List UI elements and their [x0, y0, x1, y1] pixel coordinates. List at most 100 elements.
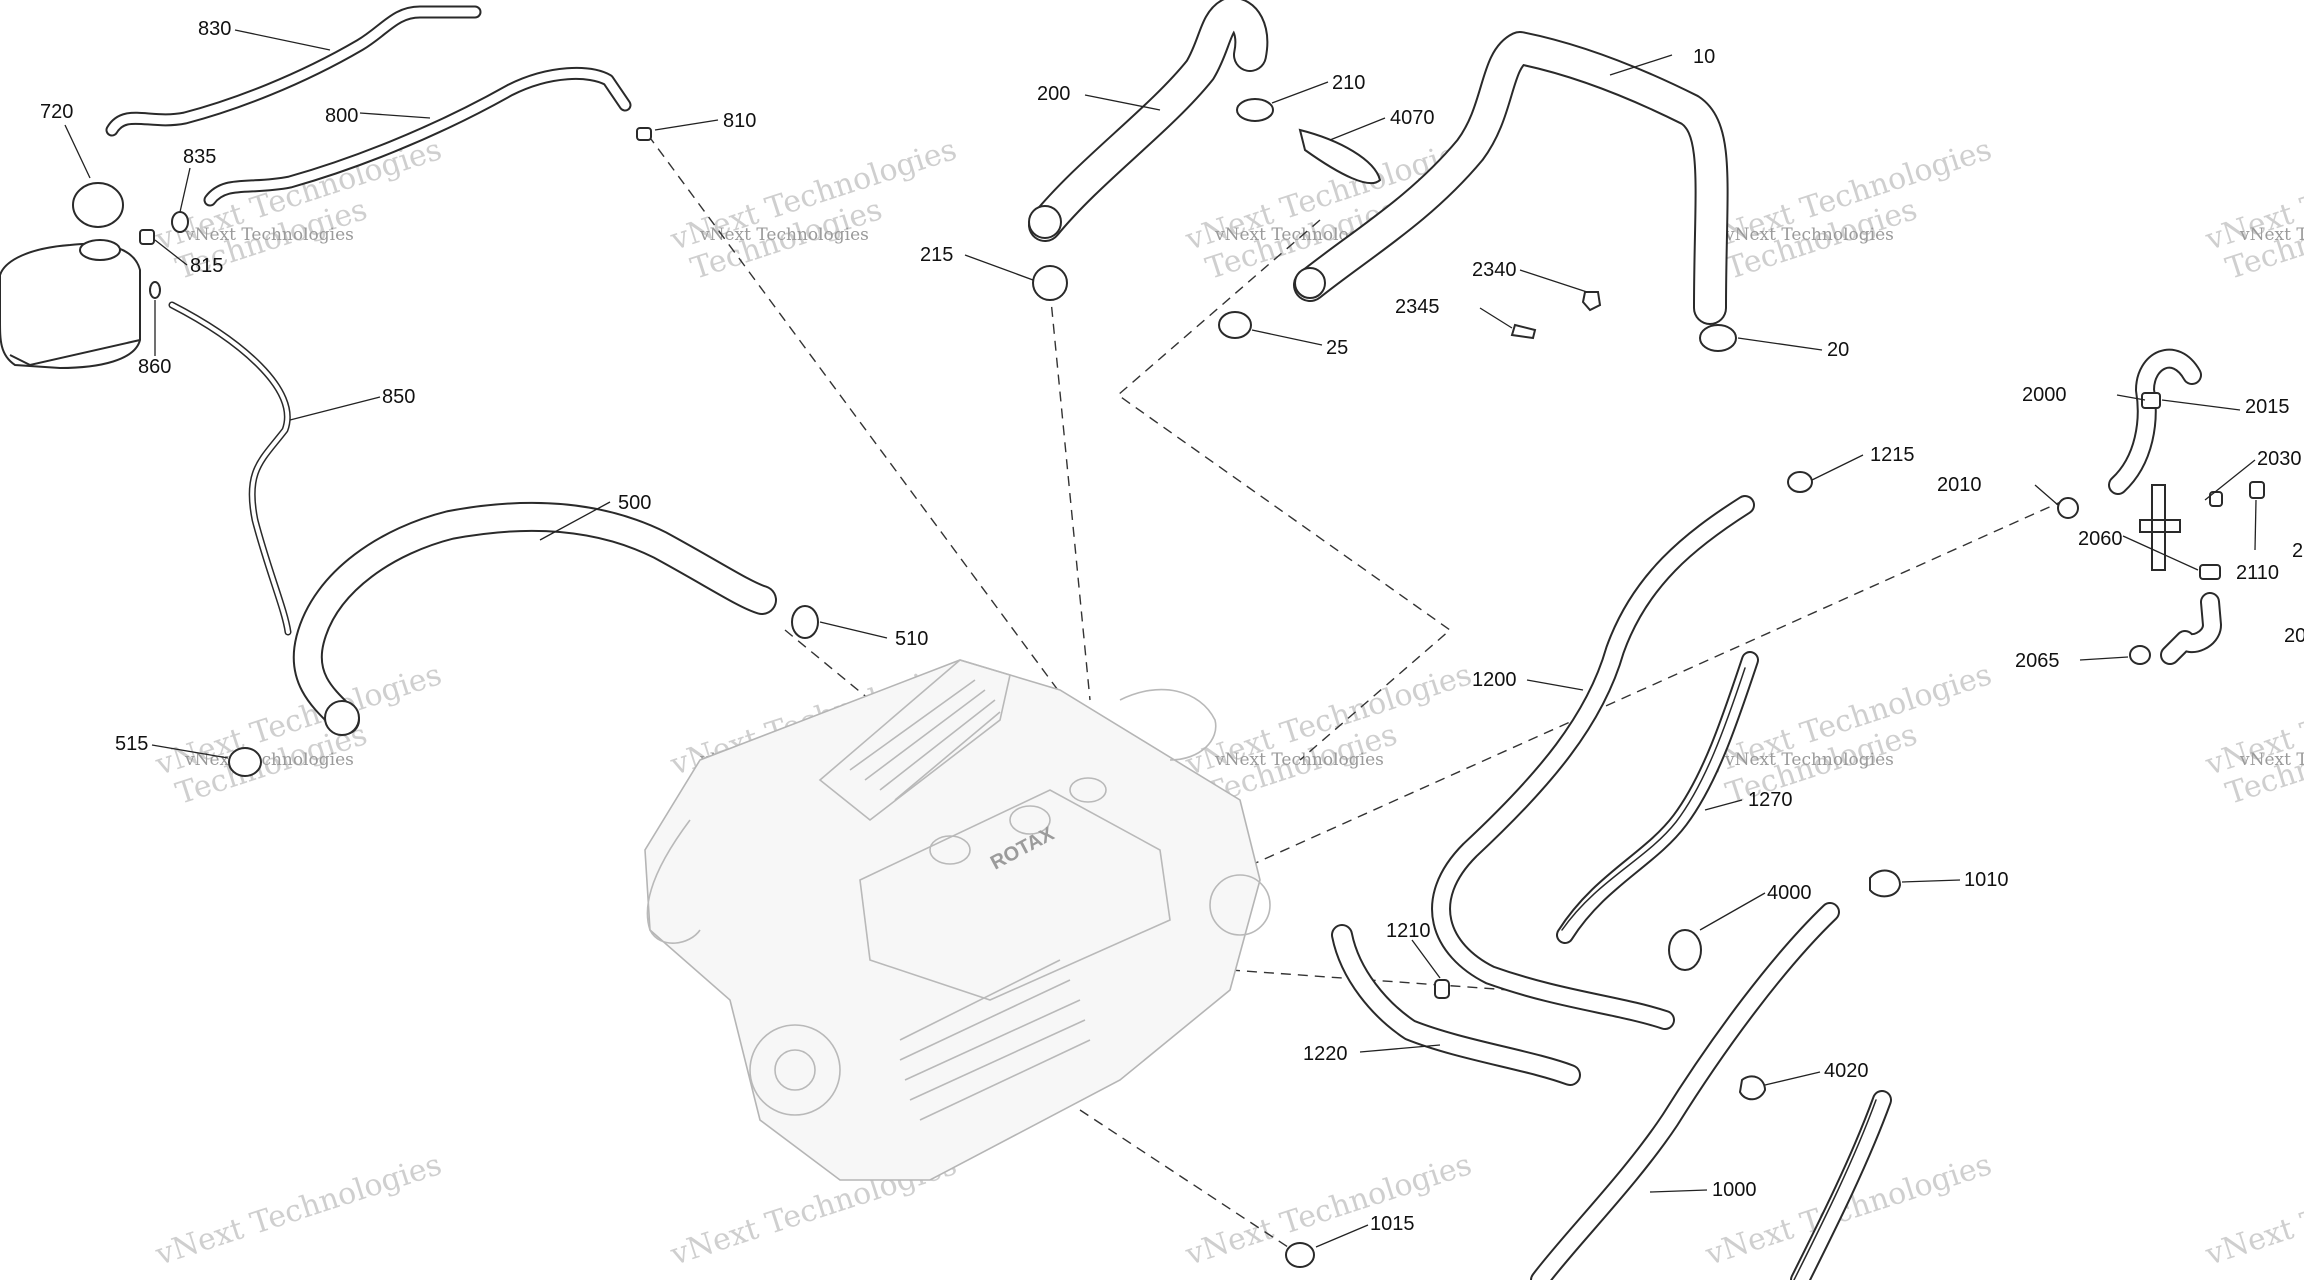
callout-4000: 4000	[1767, 882, 1812, 904]
callout-4070: 4070	[1390, 107, 1435, 129]
part-4020-clip	[1738, 1075, 1767, 1101]
engine-pulley	[774, 1049, 816, 1091]
assembly-line	[1049, 289, 1091, 701]
callout-labels: 830 720 800 810 835 815 860 850 500 510 …	[40, 18, 2304, 1235]
callout-500: 500	[618, 492, 651, 514]
hose-1270	[1556, 651, 1759, 944]
hose-500	[292, 501, 777, 736]
engine-cable	[646, 819, 701, 944]
callout-850: 850	[382, 386, 415, 408]
part-720-cap	[72, 182, 124, 228]
watermark-text: vNext Technologies	[2239, 750, 2304, 770]
callout-2060: 2060	[2078, 528, 2123, 550]
engine-pulley	[749, 1024, 841, 1116]
callout-1000: 1000	[1712, 1179, 1757, 1201]
hose-800	[203, 67, 632, 207]
part-2110-cap	[2249, 481, 2265, 499]
engine-assembly: ROTAX	[644, 659, 1271, 1181]
part-835-clamp	[171, 211, 189, 233]
part-2340-bolt	[1581, 291, 1602, 312]
assembly-line	[1239, 499, 2066, 871]
engine-pulley	[1209, 874, 1271, 936]
leader-lines	[64, 29, 2257, 1248]
watermark-text: vNext Technologies	[1724, 750, 1894, 770]
callout-815: 815	[190, 255, 223, 277]
hose-partial-right	[1790, 1090, 1892, 1280]
callout-1215: 1215	[1870, 444, 1915, 466]
cylinder-caps	[929, 777, 1107, 865]
callout-10: 10	[1693, 46, 1715, 68]
hose-1220	[1331, 924, 1581, 1086]
callout-215: 215	[920, 244, 953, 266]
intake-plenum-ribs	[849, 679, 1001, 801]
assembly-line	[1116, 219, 1452, 761]
hose-200-end	[1028, 205, 1062, 239]
part-815-clip	[139, 229, 155, 245]
watermark: vNext Technologies Technologies	[2201, 657, 2304, 812]
watermark: vNext Technologies Technologies	[2201, 132, 2304, 287]
callout-2-edge: 2	[2292, 540, 2303, 562]
callout-860: 860	[138, 356, 171, 378]
watermark: vNext Technologies	[1181, 1147, 1476, 1273]
hose-10-end	[1294, 267, 1326, 299]
part-810-connector	[636, 127, 652, 141]
watermark-text: vNext Technologies	[2201, 1147, 2304, 1273]
callout-1270: 1270	[1748, 789, 1793, 811]
callout-1200: 1200	[1472, 669, 1517, 691]
assembly-line	[784, 629, 871, 701]
coolant-reservoir	[0, 239, 141, 370]
assembly-line	[1079, 1109, 1301, 1256]
callout-1015: 1015	[1370, 1213, 1415, 1235]
callout-835: 835	[183, 146, 216, 168]
part-210-clamp	[1236, 98, 1274, 122]
callout-210: 210	[1332, 72, 1365, 94]
callout-1210: 1210	[1386, 920, 1431, 942]
part-2060-cap	[2199, 564, 2221, 580]
hoses	[105, 0, 2222, 1280]
hose-1000	[1530, 902, 1840, 1280]
callout-200: 200	[1037, 83, 1070, 105]
valve-cover	[859, 789, 1171, 1001]
callout-25: 25	[1326, 337, 1348, 359]
watermark-text: vNext Technologies	[2239, 225, 2304, 245]
watermark: vNext Technologies Technologies	[666, 132, 961, 287]
callout-2000: 2000	[2022, 384, 2067, 406]
callout-20-edge: 20	[2284, 625, 2304, 647]
hose-2050-elbow	[2160, 592, 2222, 665]
callout-2010: 2010	[1937, 474, 1982, 496]
part-215-thermostat	[1032, 265, 1068, 301]
intake-plenum	[818, 659, 1011, 822]
callout-810: 810	[723, 110, 756, 132]
part-4000-bracket	[1668, 929, 1702, 971]
part-1215-clamp	[1787, 471, 1813, 493]
callout-2345: 2345	[1395, 296, 1440, 318]
watermark-text: vNext Technologies	[1214, 225, 1384, 245]
part-1010-clamp	[1869, 869, 1902, 898]
callout-1010: 1010	[1964, 869, 2009, 891]
callout-1220: 1220	[1303, 1043, 1348, 1065]
part-20-clamp	[1699, 324, 1737, 352]
watermark-text: vNext Technologies	[184, 225, 354, 245]
callout-2015: 2015	[2245, 396, 2290, 418]
callout-2340: 2340	[1472, 259, 1517, 281]
watermark: vNext Technologies	[2201, 1147, 2304, 1273]
part-4070-bracket	[1298, 128, 1382, 185]
callout-720: 720	[40, 101, 73, 123]
part-2030-tee	[2139, 484, 2181, 571]
watermark-text: vNext Technologies	[184, 750, 354, 770]
hose-1200	[1431, 495, 1755, 1030]
callout-830: 830	[198, 18, 231, 40]
callout-2110: 2110	[2236, 562, 2279, 584]
part-860-clip	[149, 281, 161, 299]
part-1210-connector	[1434, 979, 1450, 999]
callout-800: 800	[325, 105, 358, 127]
hose-200	[1028, 0, 1269, 242]
part-2345-sensor	[1510, 323, 1537, 340]
hose-500-end	[324, 700, 360, 736]
engine-fins	[899, 959, 1091, 1121]
part-515-clamp	[228, 747, 262, 777]
hose-850	[168, 301, 292, 636]
watermark: vNext Technologies	[151, 1147, 446, 1273]
part-1015-clamp	[1285, 1242, 1315, 1268]
